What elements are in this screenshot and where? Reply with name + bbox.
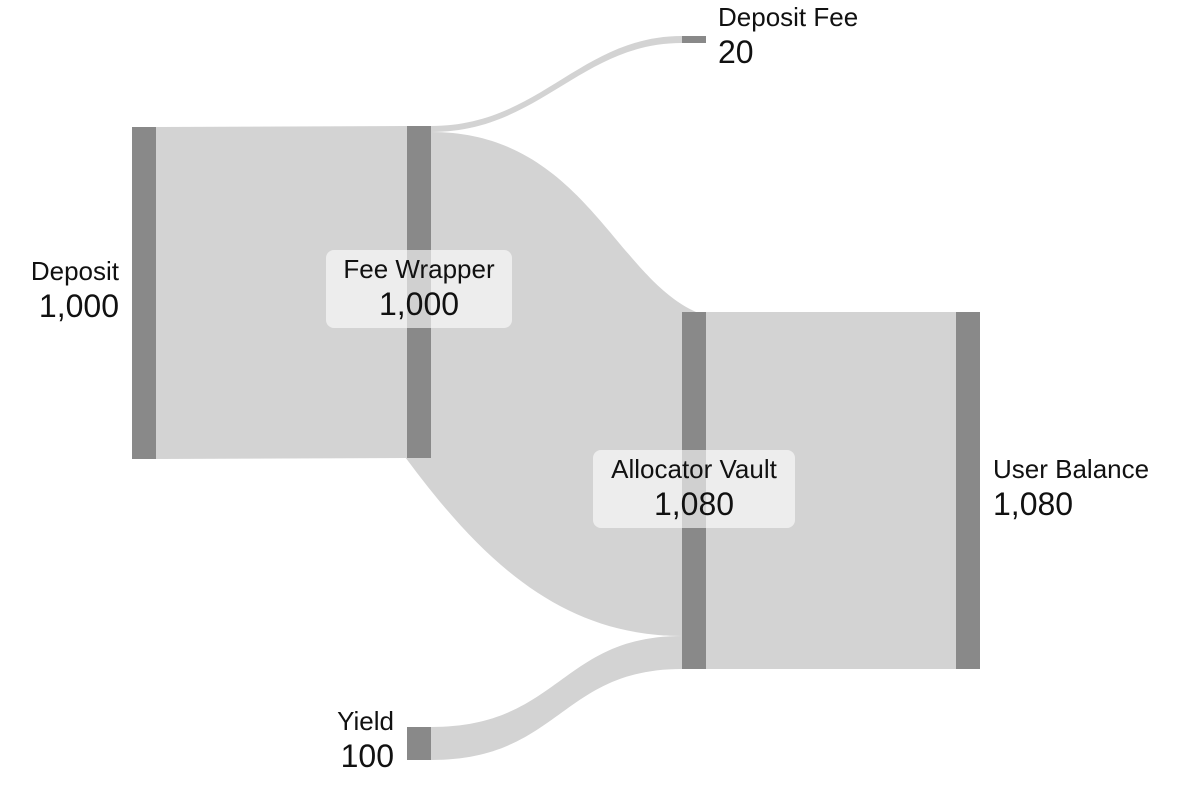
label-fee-wrapper: Fee Wrapper 1,000 <box>326 250 512 328</box>
node-value: 1,000 <box>378 286 460 323</box>
label-yield: Yield 100 <box>337 706 394 776</box>
link-fee-wrapper-to-deposit-fee <box>431 36 682 132</box>
node-value: 1,080 <box>993 486 1074 523</box>
node-deposit <box>132 127 156 459</box>
node-value: 20 <box>718 34 754 71</box>
node-yield <box>407 727 431 760</box>
link-allocator-vault-to-user-balance <box>706 312 956 669</box>
node-name: Allocator Vault <box>611 454 777 484</box>
node-name: Deposit Fee <box>718 2 859 32</box>
node-value: 1,080 <box>653 486 735 523</box>
link-deposit-to-fee-wrapper <box>156 126 407 459</box>
link-fee-wrapper-to-allocator-vault <box>400 132 728 636</box>
link-yield-to-allocator-vault <box>431 636 682 760</box>
node-user-balance <box>956 312 980 669</box>
node-name: Yield <box>337 706 394 736</box>
node-name: Fee Wrapper <box>343 254 495 284</box>
label-deposit: Deposit 1,000 <box>31 256 119 326</box>
label-user-balance: User Balance 1,080 <box>993 454 1149 524</box>
node-value: 100 <box>340 738 394 775</box>
label-allocator-vault: Allocator Vault 1,080 <box>593 450 795 528</box>
node-name: User Balance <box>993 454 1150 484</box>
node-value: 1,000 <box>38 288 119 325</box>
node-deposit-fee <box>682 36 706 43</box>
label-deposit-fee: Deposit Fee 20 <box>718 2 858 72</box>
node-name: Deposit <box>30 256 119 286</box>
